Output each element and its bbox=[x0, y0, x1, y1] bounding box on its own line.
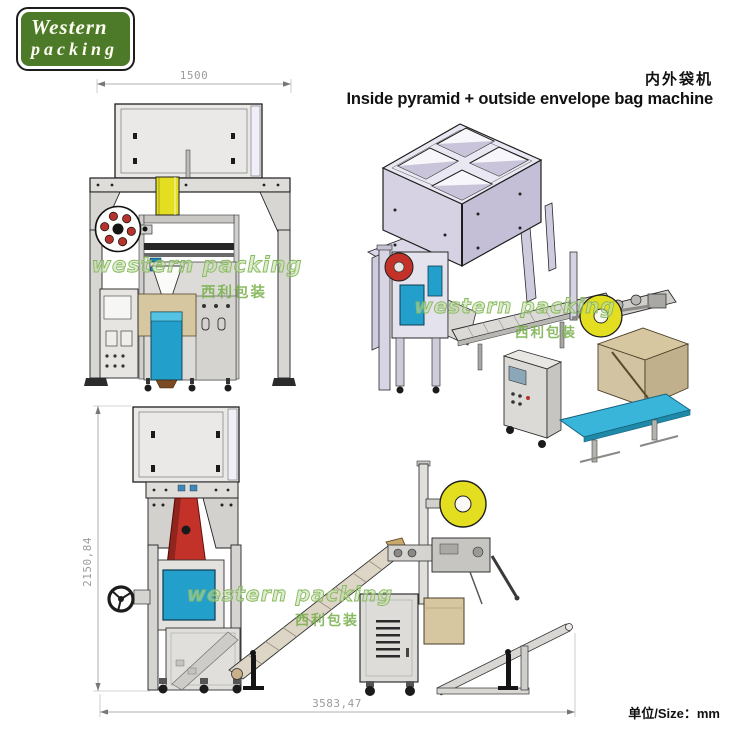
iso-envelope-unit bbox=[569, 251, 690, 408]
side-height-dimension: 2150,84 bbox=[81, 405, 150, 692]
side-film-roll-red bbox=[166, 497, 207, 566]
watermark-side-en: western packing bbox=[187, 582, 393, 606]
watermark-side-cn: 西利包装 bbox=[295, 612, 359, 629]
iso-bag-maker-tower bbox=[376, 244, 477, 394]
front-control-cabinet bbox=[99, 288, 139, 379]
front-film-roll-yellow bbox=[155, 176, 180, 216]
side-casters bbox=[158, 678, 242, 694]
iso-pyramid-hopper bbox=[381, 123, 543, 268]
front-bag-conveyor bbox=[150, 311, 183, 389]
brand-name-line2: packing bbox=[31, 39, 119, 59]
page-title-english: Inside pyramid + outside envelope bag ma… bbox=[346, 90, 714, 108]
watermark-front-en: western packing bbox=[92, 253, 303, 277]
iso-control-cabinet bbox=[502, 349, 563, 448]
front-casters bbox=[144, 378, 232, 392]
dimension-label-side-length: 3583,47 bbox=[312, 697, 362, 710]
header: 内外袋机 Inside pyramid + outside envelope b… bbox=[346, 71, 714, 109]
side-handwheel bbox=[107, 585, 151, 613]
side-envelope-machine bbox=[359, 460, 573, 696]
front-width-dimension: 1500 bbox=[96, 69, 292, 93]
watermark-front-cn: 西利包装 bbox=[201, 283, 267, 301]
front-view-drawing: 1500 bbox=[84, 69, 302, 392]
brand-logo: Western packing bbox=[16, 7, 136, 71]
iso-view-drawing: western packing 西利包装 bbox=[366, 123, 692, 463]
side-view-drawing: 2150,84 bbox=[81, 405, 576, 717]
watermark-iso-en: western packing bbox=[414, 294, 616, 318]
unit-label: 单位/Size：mm bbox=[628, 706, 720, 721]
page-title-chinese: 内外袋机 bbox=[644, 71, 713, 88]
dimension-label-front-width: 1500 bbox=[180, 69, 209, 82]
dimension-label-side-height: 2150,84 bbox=[81, 537, 94, 587]
iso-outfeed-conveyor bbox=[558, 393, 692, 463]
front-film-reel bbox=[94, 205, 153, 253]
brand-logo-plate: Western packing bbox=[21, 12, 131, 66]
side-length-dimension: 3583,47 bbox=[99, 633, 576, 717]
watermark-iso-cn: 西利包装 bbox=[515, 324, 577, 341]
brand-name-line1: Western bbox=[31, 15, 108, 39]
